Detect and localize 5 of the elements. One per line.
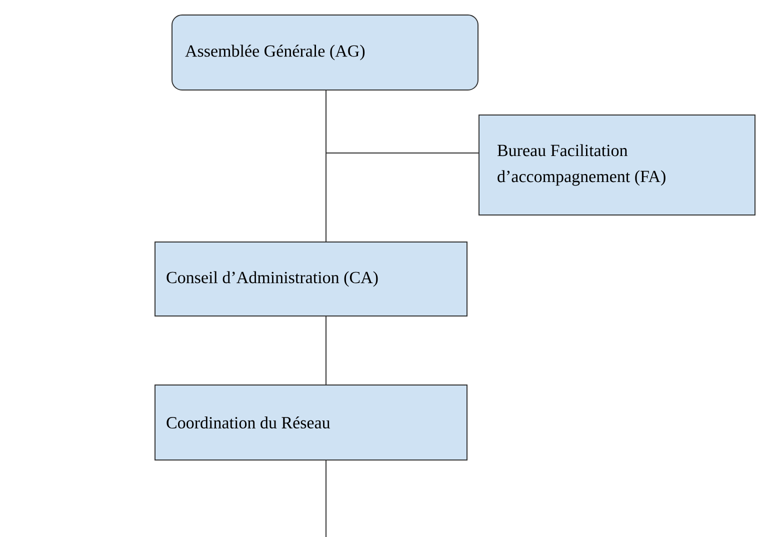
connector-line (326, 90, 479, 154)
org-box: Bureau Facilitation d’accompagnement (FA) (478, 114, 756, 216)
org-box: Conseil d’Administration (CA) (154, 242, 468, 316)
org-box: Assemblée Générale (AG) (172, 14, 478, 90)
org-box: Coordination du Réseau (154, 384, 468, 460)
